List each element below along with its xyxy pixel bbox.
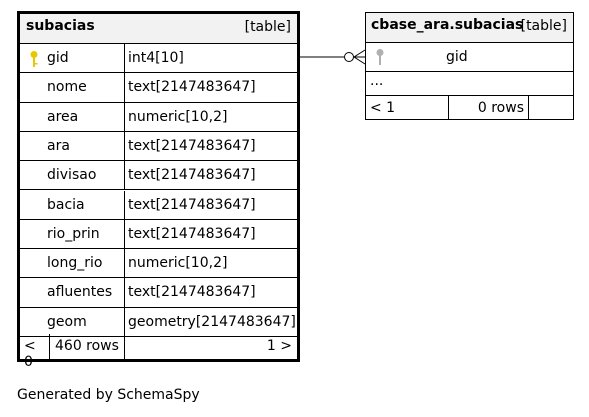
column-type: int4[10] <box>128 50 184 66</box>
cbase-ara-subacias-table[interactable]: cbase_ara.subacias [table] gid ... < 1 0… <box>365 12 574 120</box>
column-name-cell: afluentes <box>20 278 125 307</box>
column-name: rio_prin <box>47 225 100 242</box>
column-type-cell: text[2147483647] <box>125 73 297 101</box>
column-type-cell: text[2147483647] <box>125 161 297 189</box>
footer-left-count: < 0 <box>24 338 36 370</box>
table-name: cbase_ara.subacias <box>371 17 524 33</box>
table-row[interactable]: divisao text[2147483647] <box>20 161 297 191</box>
column-name-cell: divisao <box>20 161 125 190</box>
column-name-cell: ara <box>20 131 125 161</box>
footer-row-count: 0 rows <box>477 100 524 116</box>
column-type: text[2147483647] <box>128 225 256 242</box>
column-name: gid <box>446 49 468 65</box>
column-type: text[2147483647] <box>128 284 256 301</box>
zero-cardinality-circle <box>344 52 354 62</box>
subacias-table[interactable]: subacias [table] gid int4[10] nome text[214… <box>17 11 300 370</box>
column-type-cell: int4[10] <box>125 44 297 72</box>
column-name: nome <box>47 79 87 96</box>
column-type: text[2147483647] <box>128 79 256 96</box>
table-row[interactable]: rio_prin text[2147483647] <box>20 219 297 250</box>
column-type: geometry[2147483647] <box>128 313 296 330</box>
table-row[interactable]: nome text[2147483647] <box>20 73 297 103</box>
column-type: text[2147483647] <box>128 196 256 213</box>
table-name: subacias <box>26 18 95 34</box>
column-name-cell: nome <box>20 73 125 102</box>
column-type-cell: text[2147483647] <box>125 220 297 248</box>
column-name: divisao <box>47 167 97 184</box>
more-columns-ellipsis: ... <box>370 73 384 89</box>
column-name: bacia <box>47 196 85 213</box>
footer-left-count: < 1 <box>370 100 396 116</box>
column-type-cell: text[2147483647] <box>125 132 297 160</box>
crow-foot-bottom <box>353 56 366 65</box>
footer-right-count: 1 > <box>266 338 292 354</box>
table-row[interactable]: afluentes text[2147483647] <box>20 278 297 308</box>
column-type: numeric[10,2] <box>128 108 228 125</box>
column-name-cell: rio_prin <box>20 219 125 249</box>
footer-rows-cell: 460 rows <box>50 334 125 359</box>
column-type: numeric[10,2] <box>128 255 228 272</box>
column-type: text[2147483647] <box>128 167 256 184</box>
footer-right-cell <box>529 96 573 120</box>
table-kind: [table] <box>244 19 291 35</box>
ellipsis-row: ... <box>366 72 573 96</box>
footer-left-cell: < 0 <box>20 334 50 370</box>
column-type-cell: geometry[2147483647] <box>125 308 297 336</box>
generated-by-label: Generated by SchemaSpy <box>17 387 200 403</box>
table-header: subacias [table] <box>20 14 297 44</box>
column-name-cell: bacia <box>20 190 125 219</box>
crow-foot-top <box>353 49 366 58</box>
column-type-cell: text[2147483647] <box>125 278 297 306</box>
column-name: geom <box>47 313 87 330</box>
column-name-cell: area <box>20 102 125 131</box>
column-type-cell: numeric[10,2] <box>125 103 297 131</box>
footer-row-count: 460 rows <box>55 338 119 354</box>
table-footer: < 1 0 rows <box>366 96 573 120</box>
column-type: text[2147483647] <box>128 137 256 154</box>
table-row[interactable]: ara text[2147483647] <box>20 131 297 162</box>
table-row[interactable]: gid <box>366 43 573 72</box>
column-name-cell: long_rio <box>20 249 125 278</box>
column-name: area <box>47 108 79 125</box>
table-footer: < 0 460 rows 1 > <box>20 334 297 370</box>
column-name: afluentes <box>47 284 113 301</box>
table-row[interactable]: geom geometry[2147483647] <box>20 307 297 337</box>
footer-left-cell: < 1 <box>366 96 449 120</box>
footer-rows-cell: 0 rows <box>449 96 529 120</box>
table-kind: [table] <box>520 18 567 34</box>
column-name: ara <box>47 137 70 154</box>
table-row[interactable]: long_rio numeric[10,2] <box>20 249 297 279</box>
column-name: gid <box>47 50 69 66</box>
column-type-cell: numeric[10,2] <box>125 249 297 277</box>
table-row[interactable]: area numeric[10,2] <box>20 102 297 132</box>
table-row[interactable]: bacia text[2147483647] <box>20 190 297 220</box>
column-name: long_rio <box>47 255 103 272</box>
footer-right-cell: 1 > <box>125 334 297 359</box>
column-name-cell: gid <box>20 44 125 73</box>
primary-key-icon <box>30 51 38 67</box>
table-row[interactable]: gid int4[10] <box>20 44 297 74</box>
key-icon <box>376 49 384 65</box>
table-header: cbase_ara.subacias [table] <box>366 13 573 43</box>
column-name-cell: geom <box>20 307 125 336</box>
column-type-cell: text[2147483647] <box>125 191 297 219</box>
